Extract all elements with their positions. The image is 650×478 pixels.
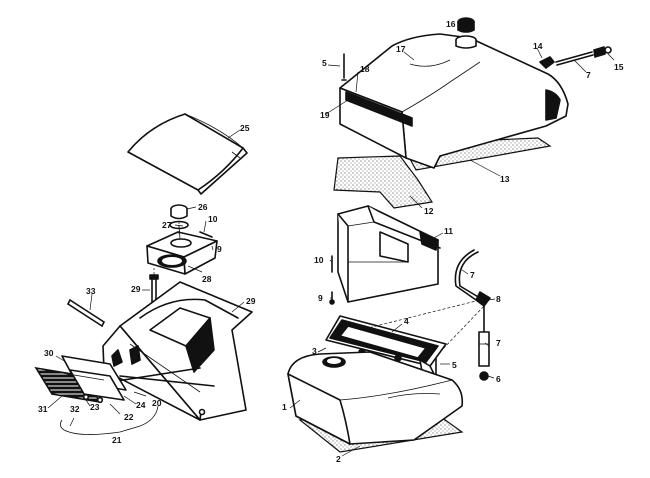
fuel-tank-cover-part <box>339 33 569 169</box>
fuel-line-part <box>454 249 491 381</box>
callout-7-low: 7 <box>496 338 501 348</box>
callout-5-top: 5 <box>322 58 327 68</box>
fuel-cap-part <box>455 17 477 49</box>
callout-30: 30 <box>44 348 54 358</box>
callout-3: 3 <box>312 346 317 356</box>
callout-5-low: 5 <box>452 360 457 370</box>
hood-cover-part <box>127 113 248 195</box>
cover-strip-part <box>345 91 413 127</box>
callout-1: 1 <box>282 402 287 412</box>
oil-tank-part <box>146 224 218 275</box>
callout-9-left: 9 <box>217 244 222 254</box>
callout-28: 22 <box>124 412 134 422</box>
callout-16: 16 <box>446 19 456 29</box>
callout-26: 20 <box>152 398 162 408</box>
callout-7-mid: 7 <box>470 270 475 280</box>
callout-19: 19 <box>320 110 330 120</box>
callout-9-right: 9 <box>318 293 323 303</box>
tray-part <box>337 205 441 303</box>
callout-24: 29 <box>131 284 141 294</box>
callout-25: 29 <box>246 296 256 306</box>
callout-18: 18 <box>360 64 370 74</box>
vent-fitting-part <box>539 46 612 69</box>
callout-7-top: 7 <box>586 70 591 80</box>
callout-13: 13 <box>500 174 510 184</box>
callout-15: 15 <box>614 62 624 72</box>
callout-labels: 25 26 10 27 9 28 29 29 33 30 31 32 23 22… <box>38 19 624 464</box>
callout-22: 27 <box>162 220 172 230</box>
callout-17: 17 <box>396 44 406 54</box>
leader-lines <box>47 21 615 457</box>
callout-4: 4 <box>404 316 409 326</box>
callout-10-right: 10 <box>314 255 324 265</box>
callout-10-left: 10 <box>208 214 218 224</box>
callout-29-b: 24 <box>136 400 146 410</box>
callout-20: 25 <box>240 123 250 133</box>
callout-14: 14 <box>533 41 543 51</box>
callout-21: 26 <box>198 202 208 212</box>
callout-31: 31 <box>38 404 48 414</box>
filler-cap-part <box>169 204 189 230</box>
callout-32: 32 <box>70 404 80 414</box>
middle-pad-part <box>333 155 433 209</box>
callout-12: 12 <box>424 206 434 216</box>
callout-23: 28 <box>202 274 212 284</box>
grille-part <box>34 355 127 404</box>
callout-29-a: 23 <box>90 402 100 412</box>
fuel-tank-part <box>287 351 464 445</box>
console-housing-part <box>97 281 253 421</box>
callout-33: 33 <box>86 286 96 296</box>
callout-8: 8 <box>496 294 501 304</box>
callout-2: 2 <box>336 454 341 464</box>
trim-strip-part <box>67 299 105 327</box>
callout-11: 11 <box>444 226 453 236</box>
callout-27: 21 <box>112 435 122 445</box>
callout-6: 6 <box>496 374 501 384</box>
wire-part <box>60 405 159 435</box>
